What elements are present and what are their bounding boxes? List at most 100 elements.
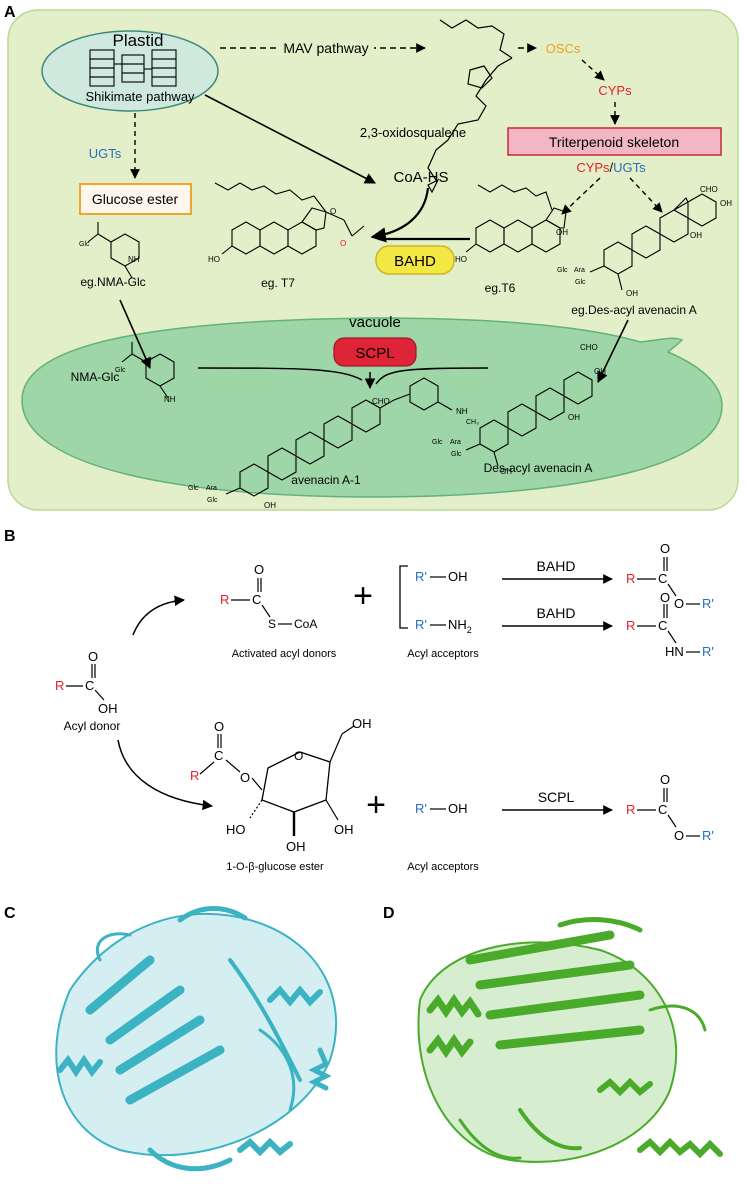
cyps-ugts-label: CYPs/UGTs <box>576 160 646 175</box>
svg-text:O: O <box>254 562 264 577</box>
svg-text:C: C <box>658 571 667 586</box>
acyl-donor-label: Acyl donor <box>64 719 121 733</box>
des-acyl-into-vacuole-arrow <box>597 319 629 384</box>
eg-t6-label: eg.T6 <box>485 281 516 295</box>
svg-text:R: R <box>55 678 64 693</box>
bahd-1-label: BAHD <box>537 558 576 574</box>
t7-structure <box>214 182 365 255</box>
svg-text:OH: OH <box>690 231 702 240</box>
svg-text:O: O <box>330 207 336 216</box>
vacuole-label: vacuole <box>349 314 401 331</box>
oxidosqualene-structure <box>427 19 513 194</box>
oscs-label: OSCs <box>546 41 581 56</box>
bahd-pill <box>375 245 455 275</box>
acceptors-2-label: Acyl acceptors <box>407 861 479 873</box>
ester-product-1: R C O O R' <box>626 541 714 611</box>
svg-text:O: O <box>660 772 670 787</box>
svg-text:CHO: CHO <box>372 397 390 406</box>
bahd-2-label: BAHD <box>537 605 576 621</box>
amide-product: R C O HN R' <box>626 590 714 659</box>
eg-t7-label: eg. T7 <box>261 276 295 290</box>
svg-text:R': R' <box>702 828 714 843</box>
svg-text:OH: OH <box>556 228 568 237</box>
svg-text:NH2: NH2 <box>448 617 472 635</box>
svg-text:R: R <box>626 802 635 817</box>
svg-text:HO: HO <box>208 255 220 264</box>
svg-text:R': R' <box>702 596 714 611</box>
svg-text:C: C <box>658 618 667 633</box>
plastid: Plastid Shikimate pathway <box>41 30 219 112</box>
svg-text:O: O <box>340 239 346 248</box>
des-acyl-top-structure <box>589 193 717 291</box>
acceptors-1-label: Acyl acceptors <box>407 648 479 660</box>
svg-text:O: O <box>674 828 684 843</box>
ester-product-2: R C O O R' <box>626 772 714 843</box>
svg-text:O: O <box>660 590 670 605</box>
svg-text:OH: OH <box>626 289 638 298</box>
svg-text:NH: NH <box>164 395 176 404</box>
oxidosqualene-label: 2,3-oxidosqualene <box>360 125 466 140</box>
protein-structure-d <box>417 917 723 1163</box>
nma-into-vacuole-arrow <box>119 299 152 370</box>
panel-b-label: B <box>4 528 16 545</box>
plus-1: + <box>353 577 373 615</box>
svg-text:HO: HO <box>226 822 246 837</box>
svg-text:OH: OH <box>720 199 732 208</box>
shikimate-to-coa-arrow <box>204 94 376 184</box>
cyps-top-label: CYPs <box>598 83 632 98</box>
svg-text:Glc: Glc <box>115 367 126 374</box>
svg-text:Glc: Glc <box>451 451 462 458</box>
svg-text:OH: OH <box>448 801 468 816</box>
svg-text:O: O <box>88 649 98 664</box>
protein-structure-c <box>55 906 338 1172</box>
t6-structure <box>465 184 567 253</box>
donor-to-glucose-ester-arrow <box>117 739 214 811</box>
svg-text:C: C <box>252 592 261 607</box>
svg-text:R': R' <box>415 617 427 632</box>
activated-acyl-donor-structure: R C O S CoA <box>220 562 317 631</box>
svg-text:O: O <box>214 719 224 734</box>
svg-text:Ara: Ara <box>450 439 461 446</box>
r-nh2-acceptor: R' NH2 <box>415 617 472 635</box>
svg-text:R: R <box>220 592 229 607</box>
scpl-label: SCPL <box>355 345 394 362</box>
panel-c-label: C <box>4 905 16 922</box>
svg-text:O: O <box>294 749 303 763</box>
svg-text:R': R' <box>415 569 427 584</box>
svg-text:Ara: Ara <box>206 485 217 492</box>
svg-text:Ara: Ara <box>574 267 585 274</box>
svg-text:Glc: Glc <box>188 485 199 492</box>
triterpenoid-box <box>507 127 722 156</box>
nma-glc-structure <box>87 222 140 279</box>
ugts-left-label: UGTs <box>89 146 122 161</box>
eg-nma-glc-label: eg.NMA-Glc <box>80 275 145 289</box>
r-oh-acceptor: R' OH <box>415 569 468 584</box>
svg-text:S: S <box>268 617 276 631</box>
svg-text:OH: OH <box>286 839 306 854</box>
avenacin-a1-structure <box>225 377 453 497</box>
svg-text:O: O <box>674 596 684 611</box>
svg-text:R: R <box>190 768 199 783</box>
eg-des-acyl-label: eg.Des-acyl avenacin A <box>571 303 696 317</box>
svg-text:OH: OH <box>448 569 468 584</box>
plastid-label: Plastid <box>112 31 163 50</box>
r-oh-acceptor-2: R' OH <box>415 801 468 816</box>
svg-text:R: R <box>626 618 635 633</box>
svg-text:Glc: Glc <box>557 267 568 274</box>
plus-2: + <box>366 786 386 824</box>
panel-d-label: D <box>383 905 395 922</box>
svg-text:R': R' <box>415 801 427 816</box>
activated-label: Activated acyl donors <box>232 648 337 660</box>
svg-text:Glc: Glc <box>575 279 586 286</box>
vacuole <box>21 317 723 498</box>
acyl-donor-structure: R C O OH <box>55 649 118 716</box>
svg-text:Glc: Glc <box>207 497 218 504</box>
svg-text:CoA: CoA <box>294 617 317 631</box>
svg-text:R': R' <box>702 644 714 659</box>
svg-text:OH: OH <box>594 367 606 376</box>
to-des-acyl-arrow <box>629 177 663 213</box>
panel-a-label: A <box>4 4 16 21</box>
nma-glc-label: NMA-Glc <box>71 370 120 384</box>
svg-text:OH: OH <box>500 467 512 476</box>
